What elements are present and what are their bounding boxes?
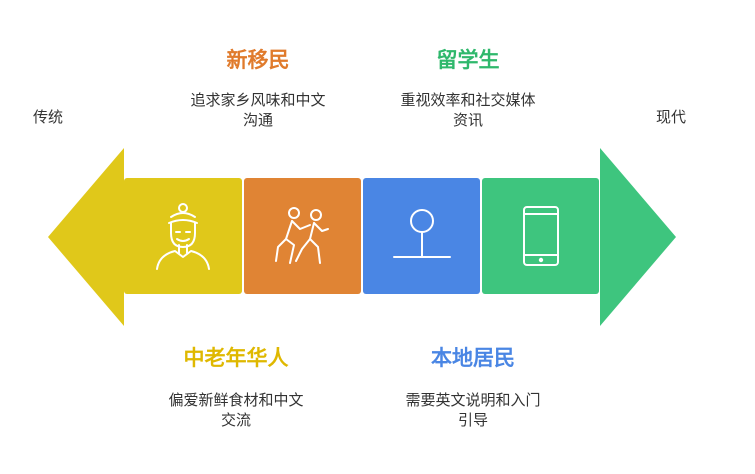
tile-locals xyxy=(363,178,480,294)
desc-students: 重视效率和社交媒体 资讯 xyxy=(368,90,568,130)
title-new-immigrants: 新移民 xyxy=(226,48,290,72)
title-students: 留学生 xyxy=(436,48,500,72)
desc-new-immigrants-line2: 沟通 xyxy=(242,111,273,129)
desc-students-line1: 重视效率和社交媒体 xyxy=(400,91,536,109)
desc-locals: 需要英文说明和入门 引导 xyxy=(373,390,573,430)
title-locals: 本地居民 xyxy=(431,346,515,370)
desc-locals-line2: 引导 xyxy=(457,411,488,429)
tile-elderly xyxy=(124,178,242,294)
desc-locals-line1: 需要英文说明和入门 xyxy=(405,391,541,409)
label-modern: 现代 xyxy=(656,108,687,126)
desc-new-immigrants: 追求家乡风味和中文 沟通 xyxy=(158,90,358,130)
label-traditional: 传统 xyxy=(33,108,64,126)
tile-students xyxy=(482,178,599,294)
smartphone-icon xyxy=(522,206,559,266)
desc-elderly-line2: 交流 xyxy=(220,411,251,429)
location-pin-icon xyxy=(392,209,451,258)
arrow-left-traditional xyxy=(48,148,124,326)
tile-new-immigrants xyxy=(244,178,361,294)
walking-people-icon xyxy=(274,207,329,264)
desc-new-immigrants-line1: 追求家乡风味和中文 xyxy=(190,91,326,109)
desc-elderly-line1: 偏爱新鲜食材和中文 xyxy=(168,391,304,409)
title-elderly: 中老年华人 xyxy=(183,346,289,370)
arrow-right-modern xyxy=(600,148,676,326)
desc-students-line2: 资讯 xyxy=(452,111,483,129)
elder-person-icon xyxy=(156,203,210,270)
desc-elderly: 偏爱新鲜食材和中文 交流 xyxy=(136,390,336,430)
